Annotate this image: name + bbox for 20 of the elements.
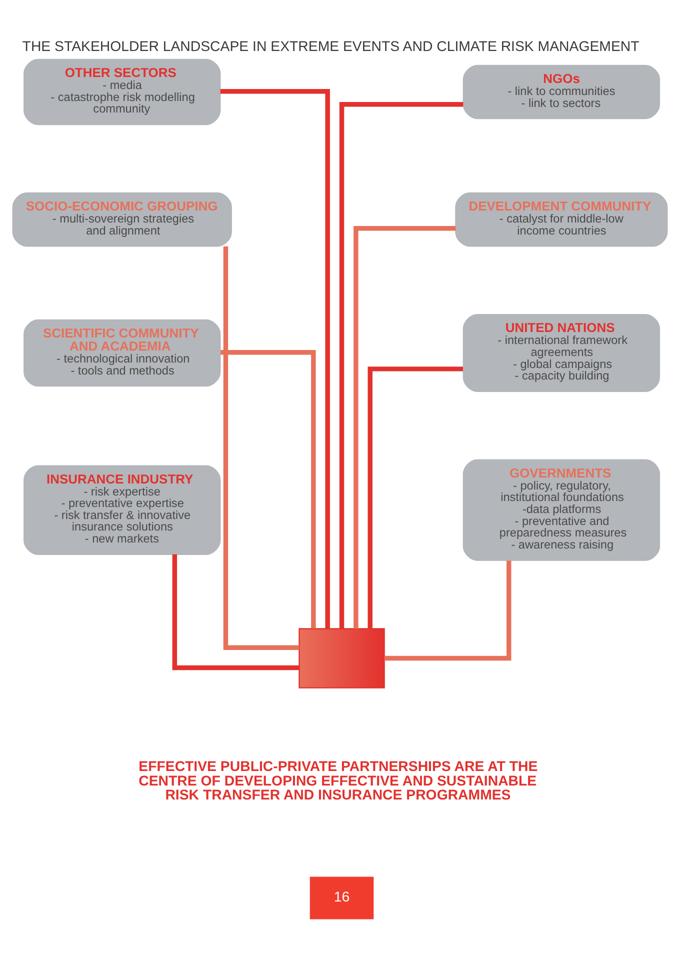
connector: [368, 366, 463, 628]
connector: [384, 560, 512, 661]
node-box: UNITED NATIONS - international framework agreements - global campaigns - capacity building: [462, 314, 660, 392]
connector: [220, 350, 316, 628]
node-box: SOCIO-ECONOMIC GROUPING - multi-sovereign strategies and alignment: [12, 192, 232, 247]
node-box: INSURANCE INDUSTRY - risk expertise - preventative expertise - risk transfer & innovative insurance solutions - new markets: [24, 465, 221, 555]
node-box: OTHER SECTORS - media - catastrophe risk modelling community: [24, 58, 221, 126]
connector: [339, 102, 464, 628]
node-picture: [298, 628, 385, 688]
connector: [354, 226, 456, 629]
connector: [172, 554, 300, 670]
caption: EFFECTIVE PUBLIC-PRIVATE PARTNERSHIPS ARE AT THE CENTRE OF DEVELOPING EFFECTIVE AND SUSTAINABLE RISK TRANSFER AND INSURANCE PROGRAMMES: [138, 759, 538, 804]
label: 16: [334, 890, 350, 906]
node-box: DEVELOPMENT COMMUNITY - catalyst for middle-low income countries: [455, 192, 668, 247]
node-box: SCIENTIFIC COMMUNITY AND ACADEMIA - technological innovation - tools and methods: [24, 319, 221, 387]
connector: [223, 246, 300, 650]
node-box: GOVERNMENTS - policy, regulatory, institutional foundations -data platforms - preventative and preparedness measures - awareness raising: [462, 459, 660, 561]
diagram-title: THE STAKEHOLDER LANDSCAPE IN EXTREME EVENTS AND CLIMATE RISK MANAGEMENT: [22, 38, 640, 55]
node-box: NGOs - link to communities - link to sectors: [462, 64, 660, 120]
connector: [220, 89, 330, 629]
